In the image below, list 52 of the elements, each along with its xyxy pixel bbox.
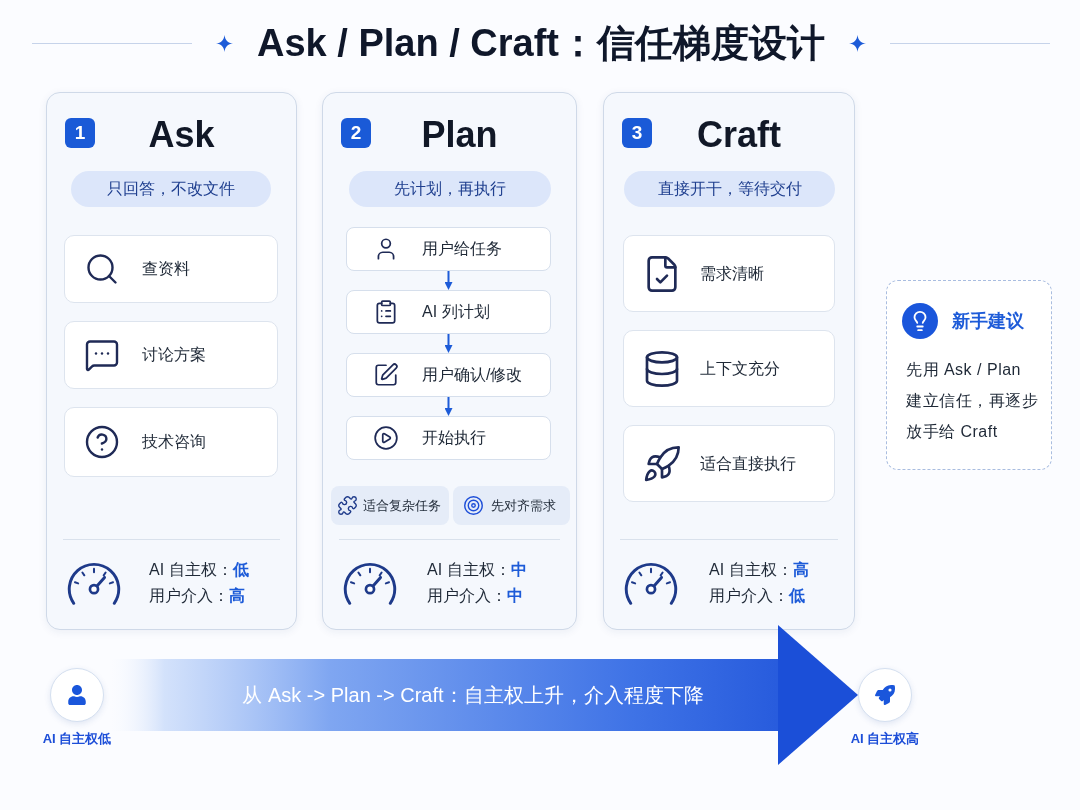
feature-card: [623, 425, 835, 502]
card-text: 上下文充分: [700, 358, 780, 379]
number-badge: 2: [341, 118, 371, 148]
tag-chip: [453, 486, 570, 525]
page-title: Ask / Plan / Craft：信任梯度设计: [257, 21, 825, 66]
card-text: 用户确认/修改: [422, 365, 523, 385]
step-card: [346, 227, 551, 271]
stat-line: AI 自主权：低: [149, 560, 249, 580]
number-badge: 1: [65, 118, 95, 148]
stat-line: 用户介入：中: [427, 586, 524, 606]
card-text: AI 列计划: [422, 302, 490, 322]
panel-title: Plan: [421, 113, 498, 157]
arrow: [444, 396, 453, 417]
arrow-label: 从 Ask -> Plan -> Craft：自主权上升，介入程度下降: [242, 683, 704, 708]
arrow: [444, 270, 453, 291]
step-card: [346, 290, 551, 334]
mode-panel: [322, 92, 577, 630]
card-text: 先对齐需求: [491, 496, 556, 515]
number-badge: 3: [622, 118, 652, 148]
feature-card: [64, 321, 278, 389]
card-text: 适合直接执行: [700, 453, 796, 474]
feature-card: [623, 330, 835, 407]
arrow: [444, 333, 453, 354]
feature-card: [64, 235, 278, 303]
node-caption: AI 自主权低: [42, 731, 112, 747]
card-text: 开始执行: [422, 428, 486, 448]
mode-panel: [603, 92, 855, 630]
card-text: 需求清晰: [700, 263, 764, 284]
card-text: 技术咨询: [142, 432, 206, 452]
feature-card: [64, 407, 278, 477]
tagline-pill: 直接开干，等待交付: [624, 171, 835, 207]
tip-heading: 新手建议: [952, 310, 1024, 333]
tip-text: 先用 Ask / Plan 建立信任，再逐步放手给 Craft: [906, 360, 1039, 442]
card-text: 适合复杂任务: [363, 496, 441, 515]
step-card: [346, 353, 551, 397]
stat-line: AI 自主权：高: [709, 560, 809, 580]
card-text: 讨论方案: [142, 345, 206, 365]
tip-box: [886, 280, 1052, 470]
card-text: 用户给任务: [422, 239, 502, 259]
stat-line: 用户介入：高: [149, 586, 246, 606]
tagline-pill: 先计划，再执行: [349, 171, 551, 207]
tag-chip: [331, 486, 449, 525]
tagline-pill: 只回答，不改文件: [71, 171, 271, 207]
feature-card: [623, 235, 835, 312]
card-text: 查资料: [142, 259, 190, 279]
panel-title: Craft: [697, 113, 781, 157]
stat-line: AI 自主权：中: [427, 560, 527, 580]
step-card: [346, 416, 551, 460]
mode-panel: [46, 92, 297, 630]
panel-title: Ask: [148, 113, 215, 157]
stat-line: 用户介入：低: [709, 586, 806, 606]
node-caption: AI 自主权高: [850, 731, 920, 747]
